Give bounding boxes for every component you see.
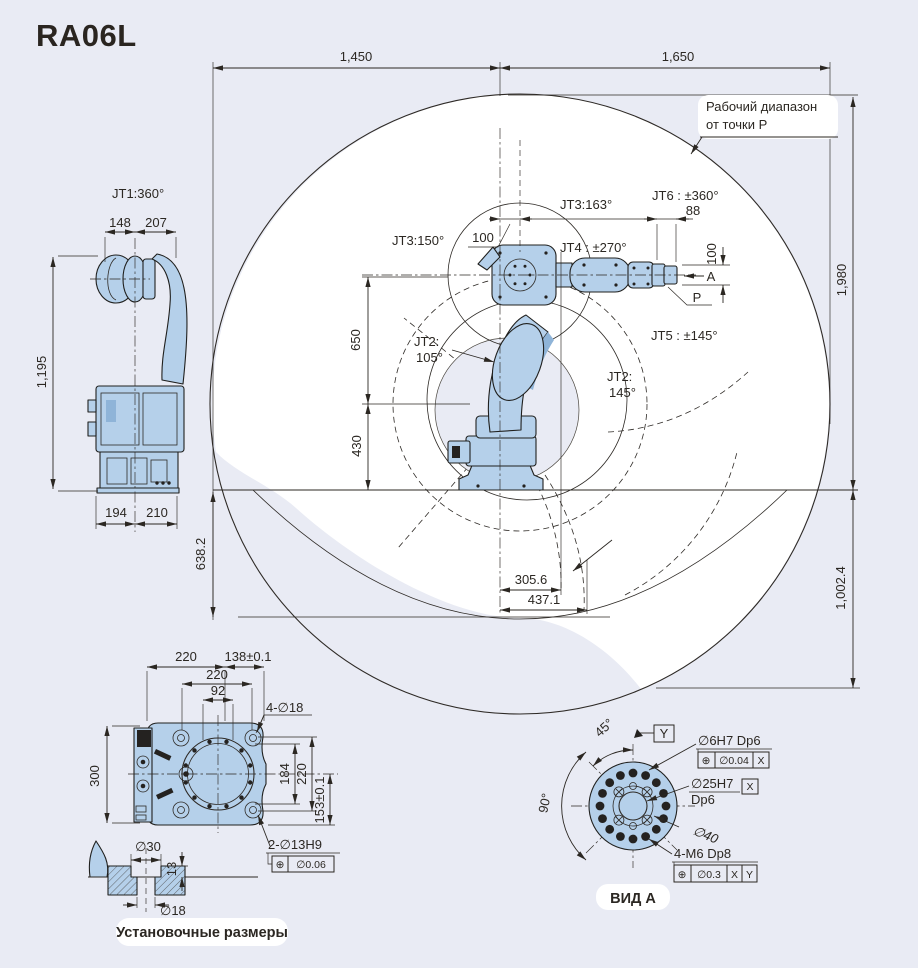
work-range-callout: Рабочий диапазон от точки P bbox=[690, 95, 838, 155]
jt2-range-arc bbox=[392, 276, 648, 532]
page-title: RA06L bbox=[36, 18, 137, 53]
dim-437: 437.1 bbox=[528, 592, 561, 607]
section-detail: ∅30 13 ∅18 Установочные размеры bbox=[88, 839, 288, 946]
dim-430: 430 bbox=[349, 435, 364, 457]
label-mounting-dims: Установочные размеры bbox=[116, 925, 288, 941]
label-m6: 4-M6 Dp8 bbox=[674, 846, 731, 861]
dim-207: 207 bbox=[145, 215, 167, 230]
robot-elbow-housing bbox=[491, 323, 545, 401]
envelope-inner-arc bbox=[252, 489, 788, 620]
label-jt2-left-2: 105° bbox=[416, 350, 443, 365]
label-view-a-arrow: A bbox=[707, 269, 716, 284]
dim-220-mid: 220 bbox=[206, 667, 228, 682]
fcf-hole6-tol: ∅0.04 bbox=[719, 755, 749, 767]
fcf-m6-datum1: X bbox=[731, 869, 738, 881]
robot-main-view bbox=[362, 128, 696, 615]
dim-13: 13 bbox=[164, 862, 179, 876]
label-jt5: JT5 : ±145° bbox=[651, 328, 718, 343]
dim-220-right: 220 bbox=[294, 763, 309, 785]
dim-220-top: 220 bbox=[175, 649, 197, 664]
dim-1650: 1,650 bbox=[662, 49, 695, 64]
label-jt1: JT1:360° bbox=[112, 186, 164, 201]
label-jt4: JT4 : ±270° bbox=[560, 240, 627, 255]
dim-194: 194 bbox=[105, 505, 127, 520]
fcf-hole6-datum: X bbox=[757, 755, 764, 767]
side-arm bbox=[151, 253, 188, 385]
label-jt3-150: JT3:150° bbox=[392, 233, 444, 248]
mount-bolt-circle bbox=[183, 739, 253, 809]
dim-650: 650 bbox=[348, 329, 363, 351]
dim-1002: 1,002.4 bbox=[833, 566, 848, 609]
label-view-a: ВИД A bbox=[610, 891, 656, 907]
dim-210: 210 bbox=[146, 505, 168, 520]
dim-100-top: 100 bbox=[472, 230, 494, 245]
fcf-mount-symbol: ⊕ bbox=[276, 859, 285, 871]
robot-side-view bbox=[87, 238, 188, 532]
label-d40: ∅40 bbox=[691, 823, 721, 847]
dim-88: 88 bbox=[686, 203, 700, 218]
fcf-m6-tol: ∅0.3 bbox=[697, 869, 721, 881]
label-jt3-163: JT3:163° bbox=[560, 197, 612, 212]
label-point-p: P bbox=[693, 290, 702, 305]
robot-base bbox=[458, 462, 544, 491]
angle-45: 45° bbox=[592, 716, 617, 740]
dim-92: 92 bbox=[211, 683, 225, 698]
datum-x-box bbox=[741, 778, 759, 795]
flange-view: 45° Y 90° ∅6H7 Dp6 ⊕ ∅0.04 X ∅25H7 Dp6 X… bbox=[535, 716, 772, 910]
label-4-d18: 4-∅18 bbox=[266, 700, 303, 715]
dim-305: 305.6 bbox=[515, 572, 548, 587]
dim-148: 148 bbox=[109, 215, 131, 230]
fcf-mount-tol: ∅0.06 bbox=[296, 859, 326, 871]
dim-1980: 1,980 bbox=[834, 264, 849, 297]
fcf-mount bbox=[271, 855, 335, 873]
fcf-hole6-symbol: ⊕ bbox=[702, 755, 711, 767]
datum-x: X bbox=[746, 781, 753, 793]
fcf-m6-datum2: Y bbox=[746, 869, 753, 881]
fcf-hole6 bbox=[697, 751, 770, 769]
dim-300: 300 bbox=[87, 765, 102, 787]
label-hole6: ∅6H7 Dp6 bbox=[698, 733, 761, 748]
dim-153: 153±0.1 bbox=[312, 777, 327, 824]
label-jt2-left-1: JT2: bbox=[414, 334, 439, 349]
datum-y-box bbox=[653, 724, 675, 743]
angle-90: 90° bbox=[535, 792, 554, 814]
datum-y: Y bbox=[660, 726, 669, 741]
label-jt2-right-2: 145° bbox=[609, 385, 636, 400]
dim-100-right: 100 bbox=[704, 243, 719, 265]
label-jt2-right-1: JT2: bbox=[607, 369, 632, 384]
work-envelope bbox=[209, 93, 860, 715]
dim-638: 638.2 bbox=[193, 538, 208, 571]
label-bore-depth: Dp6 bbox=[691, 792, 715, 807]
dim-184: 184 bbox=[277, 763, 292, 785]
bolt-dots bbox=[476, 251, 650, 488]
fcf-m6-symbol: ⊕ bbox=[678, 869, 687, 881]
label-2-d13h9: 2-∅13H9 bbox=[268, 837, 322, 852]
dim-1450: 1,450 bbox=[340, 49, 373, 64]
flange-center-bore bbox=[618, 791, 648, 821]
dim-1195: 1,195 bbox=[34, 356, 49, 389]
dim-d18: ∅18 bbox=[160, 903, 186, 918]
label-jt6: JT6 : ±360° bbox=[652, 188, 719, 203]
label-bore: ∅25H7 bbox=[691, 776, 733, 791]
fcf-m6 bbox=[673, 864, 758, 883]
side-dimensions: JT1:360° 148 207 1,195 194 210 bbox=[34, 186, 178, 529]
callout-line2: от точки P bbox=[706, 117, 767, 132]
mounting-view: 300 220 138±0.1 220 92 4-∅18 184 220 153… bbox=[87, 649, 340, 873]
mount-corner-holes bbox=[172, 729, 262, 819]
dim-d30: ∅30 bbox=[135, 839, 161, 854]
main-dimensions: 1,450 1,650 1,980 1,002.4 638.2 305.6 43… bbox=[193, 49, 856, 688]
callout-line1: Рабочий диапазон bbox=[706, 99, 817, 114]
dim-138: 138±0.1 bbox=[225, 649, 272, 664]
